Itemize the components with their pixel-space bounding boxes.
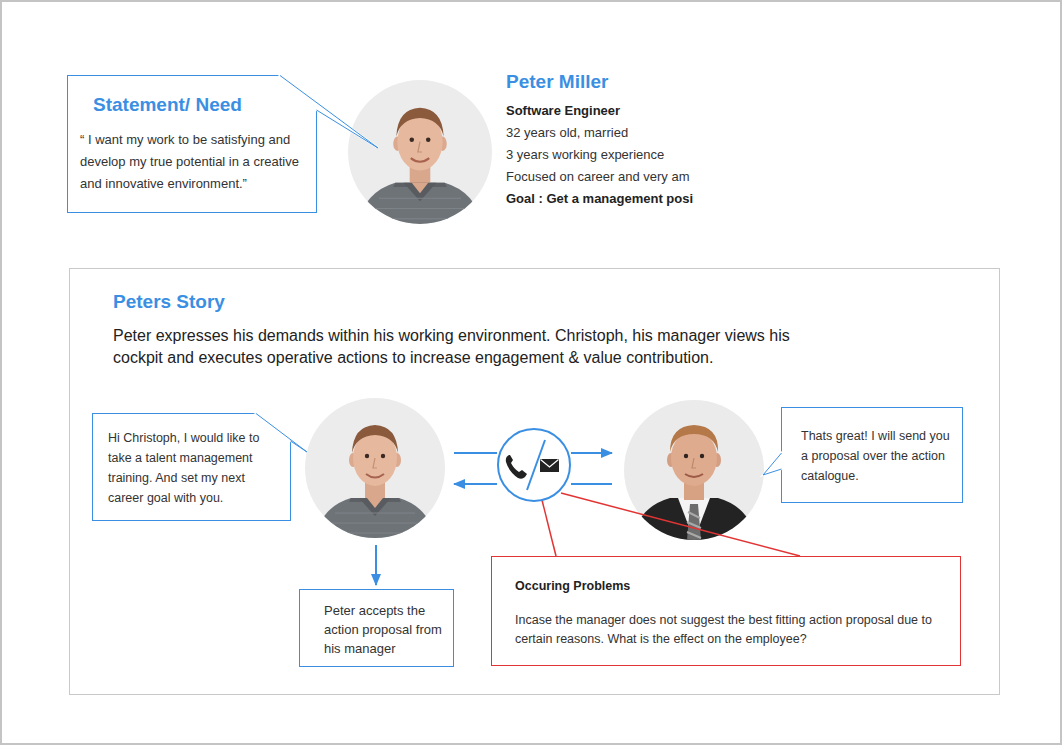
bubble-tail-fill [763,453,782,475]
bubble-tail-fill [256,414,307,453]
contact-icon [498,429,570,501]
box-heading: Statement/ Need [93,93,306,117]
bubble-tail [781,407,782,408]
box-text: Peter accepts the action proposal from h… [324,601,445,658]
persona-detail: Focused on career and very am [506,168,690,186]
flow-line [454,452,497,454]
persona-detail: 3 years working experience [506,146,664,164]
persona-goal: Goal : Get a management posi [506,190,693,208]
bubble-tail-fill [280,76,378,149]
bubble-tail [67,75,68,76]
persona-role: Software Engineer [506,102,620,120]
box-text: Peter expresses his demands within his w… [113,325,813,369]
story-panel: Peters StoryPeter expresses his demands … [69,268,1000,695]
result-box: Peter accepts the action proposal from h… [299,589,454,667]
box-heading: Occuring Problems [515,577,950,595]
portrait-photo [348,80,492,234]
flow-line [571,483,612,485]
bubble-tail [92,413,93,414]
problem-box: Occuring ProblemsIncase the manager does… [491,556,961,666]
box-heading: Peters Story [113,290,225,314]
statement-callout: Statement/ Need “ I want my work to be sa… [67,75,317,213]
flow-arrow [375,545,377,585]
speech-bubble: Thats great! I will send you a proposal … [781,407,963,503]
flow-arrow [571,452,612,454]
persona-detail: 32 years old, married [506,124,628,142]
box-text: Incase the manager does not suggest the … [515,611,950,649]
leader-line [542,500,556,556]
bubble-tail-line [280,76,378,149]
speech-bubble: Hi Christoph, I would like to take a tal… [92,413,291,521]
leader-line [561,493,800,556]
bubble-tail-line [256,414,307,453]
box-text: Thats great! I will send you a proposal … [801,426,952,486]
box-text: Hi Christoph, I would like to take a tal… [108,428,280,508]
flow-arrow [454,483,497,485]
bubble-tail-line [763,453,782,475]
persona-name: Peter Miller [506,70,608,94]
portrait-photo [305,398,445,548]
box-text: “ I want my work to be satisfying and de… [80,129,306,195]
